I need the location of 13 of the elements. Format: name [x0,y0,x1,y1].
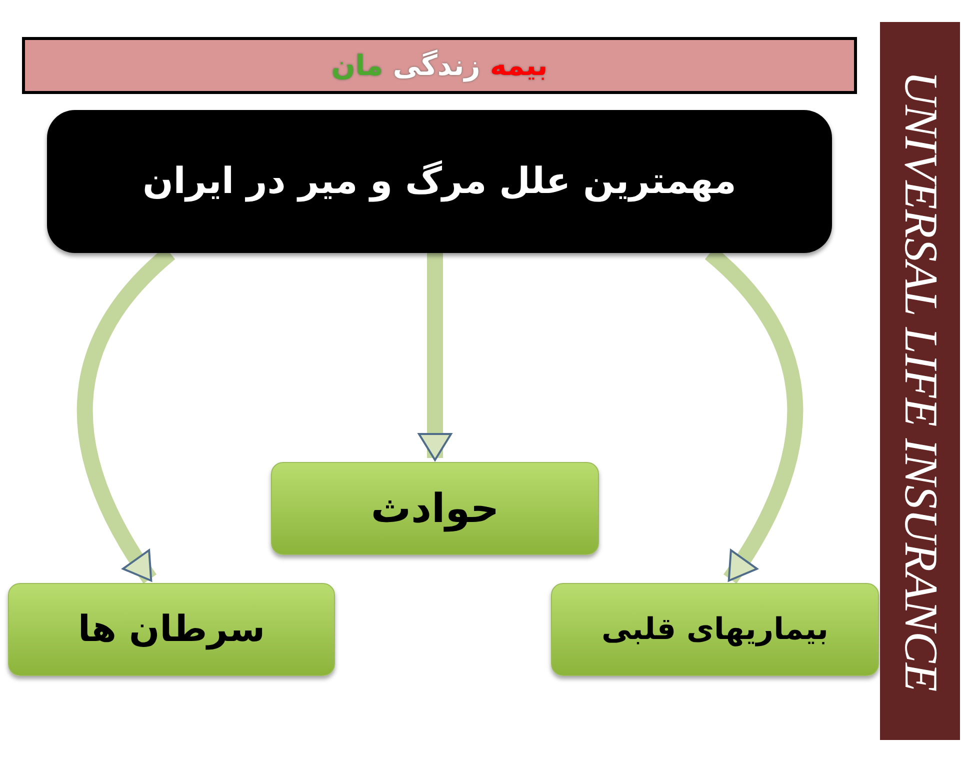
cause-label: حوادث [370,484,500,534]
cause-label: بیماریهای قلبی [602,611,828,649]
cause-box [8,583,335,676]
banner-title: بیمه زندگی مان [331,48,548,84]
cause-box [271,462,599,555]
vertical-title: UNIVERSAL LIFE INSURANCE [896,70,944,692]
block-arrow [418,253,452,461]
cause-label: سرطان ها [78,608,265,652]
cause-box [551,583,879,676]
side-band [880,22,960,740]
title-banner [22,37,857,94]
heading-text: مهمترین علل مرگ و میر در ایران [142,159,736,204]
heading-box [47,110,832,253]
